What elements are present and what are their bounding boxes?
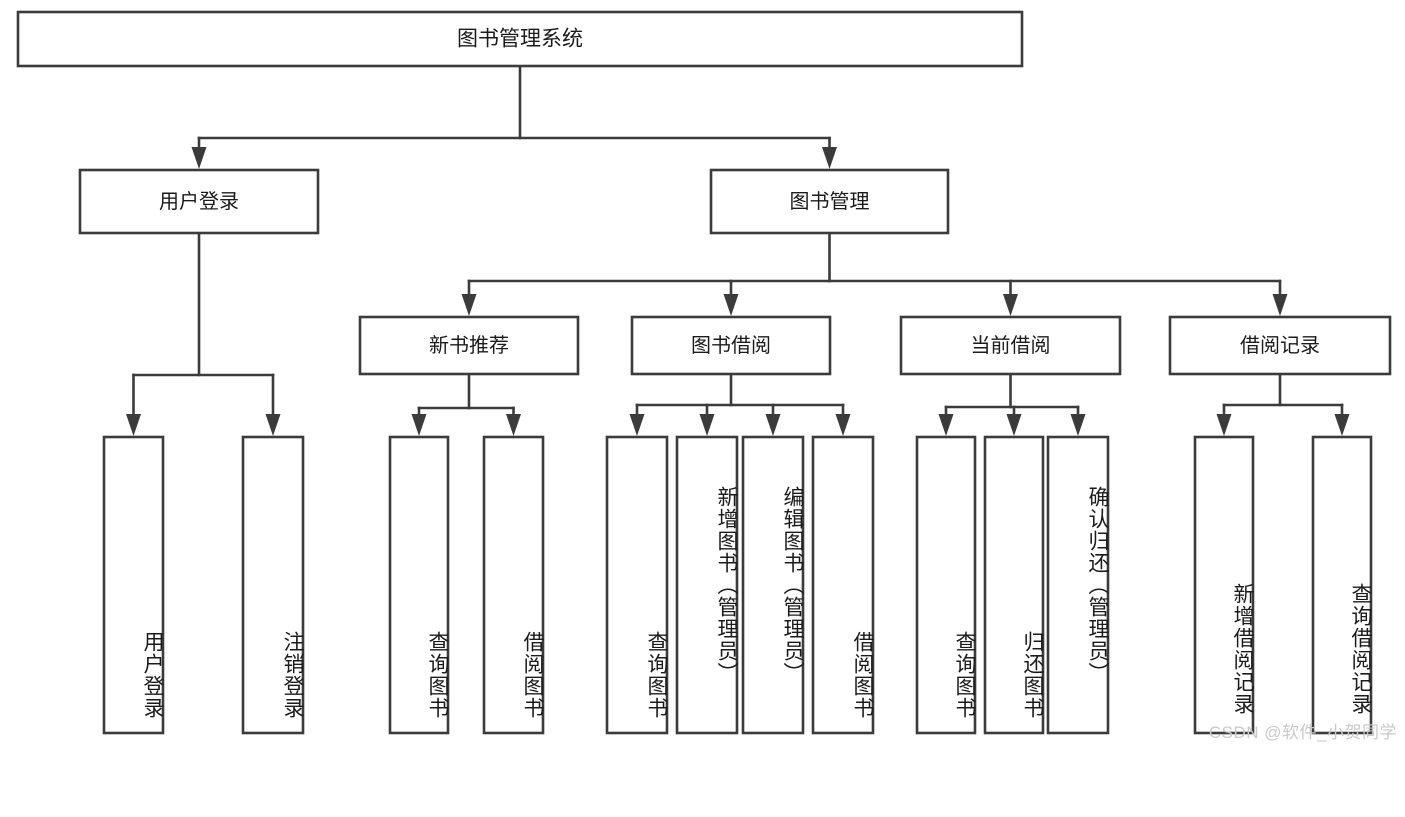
node-label: 当前借阅 (971, 334, 1051, 357)
node-label: 图书管理系统 (457, 28, 583, 51)
node-box[interactable] (1193, 435, 1255, 735)
node-borrow-record[interactable]: 借阅记录 (1168, 315, 1392, 376)
node-box[interactable] (482, 435, 545, 735)
node-book-manage[interactable]: 图书管理 (709, 168, 950, 235)
node-leaf-query-book-rec[interactable] (388, 435, 450, 735)
node-box[interactable] (358, 315, 580, 376)
arrow-head-icon (461, 294, 477, 316)
node-box[interactable] (78, 168, 320, 235)
csdn-watermark: CSDN @软件_小贺同学 (1208, 723, 1397, 742)
node-label: 新书推荐 (429, 334, 509, 357)
node-box[interactable] (899, 315, 1122, 376)
node-box[interactable] (1168, 315, 1392, 376)
node-box[interactable] (1046, 435, 1110, 735)
node-leaf-query-book-borrow[interactable] (605, 435, 669, 735)
node-label: 借阅记录 (1240, 334, 1320, 357)
node-box[interactable] (709, 168, 950, 235)
node-box[interactable] (605, 435, 669, 735)
node-leaf-borrow-book[interactable] (811, 435, 875, 735)
arrow-head-icon (723, 294, 739, 316)
node-root[interactable]: 图书管理系统 (16, 10, 1024, 68)
arrow-head-icon (126, 414, 141, 436)
arrow-head-icon (938, 414, 954, 436)
node-box[interactable] (915, 435, 977, 735)
arrow-head-icon (191, 147, 207, 169)
node-label: 图书借阅 (691, 334, 771, 357)
node-box[interactable] (16, 10, 1024, 68)
node-leaf-user-login[interactable] (102, 435, 165, 735)
node-leaf-add-record[interactable] (1193, 435, 1255, 735)
node-new-book-rec[interactable]: 新书推荐 (358, 315, 580, 376)
node-label: 用户登录 (159, 190, 239, 213)
node-leaf-query-record[interactable] (1311, 435, 1373, 735)
arrow-head-icon (629, 414, 645, 436)
node-box[interactable] (811, 435, 875, 735)
arrow-head-icon (1003, 294, 1018, 316)
node-book-borrow[interactable]: 图书借阅 (630, 315, 832, 376)
node-box[interactable] (1311, 435, 1373, 735)
node-box[interactable] (388, 435, 450, 735)
node-leaf-return-book[interactable] (983, 435, 1045, 735)
arrow-head-icon (1006, 414, 1022, 436)
node-box[interactable] (741, 435, 805, 735)
node-box[interactable] (675, 435, 739, 735)
node-leaf-confirm-return[interactable] (1046, 435, 1110, 735)
node-leaf-add-book[interactable] (675, 435, 739, 735)
node-box[interactable] (241, 435, 305, 735)
node-box[interactable] (102, 435, 165, 735)
connector-layer (126, 64, 1350, 436)
arrow-head-icon (1070, 414, 1086, 436)
arrow-head-icon (506, 414, 521, 436)
node-current-borrow[interactable]: 当前借阅 (899, 315, 1122, 376)
node-leaf-borrow-book-rec[interactable] (482, 435, 545, 735)
arrow-head-icon (1272, 294, 1288, 316)
node-leaf-query-book-cur[interactable] (915, 435, 977, 735)
node-leaf-edit-book[interactable] (741, 435, 805, 735)
arrow-head-icon (699, 414, 715, 436)
arrow-head-icon (822, 147, 837, 169)
arrow-head-icon (1334, 414, 1350, 436)
node-box[interactable] (983, 435, 1045, 735)
arrow-head-icon (265, 414, 281, 436)
node-user-login[interactable]: 用户登录 (78, 168, 320, 235)
flowchart-diagram: 图书管理系统用户登录图书管理新书推荐图书借阅当前借阅借阅记录 用户登录注销登录查… (16, 10, 1397, 742)
node-leaf-logout[interactable] (241, 435, 305, 735)
arrow-head-icon (765, 414, 781, 436)
arrow-head-icon (411, 414, 427, 436)
node-box[interactable] (630, 315, 832, 376)
node-label: 图书管理 (790, 190, 870, 213)
arrow-head-icon (1216, 414, 1232, 436)
arrow-head-icon (835, 414, 851, 436)
